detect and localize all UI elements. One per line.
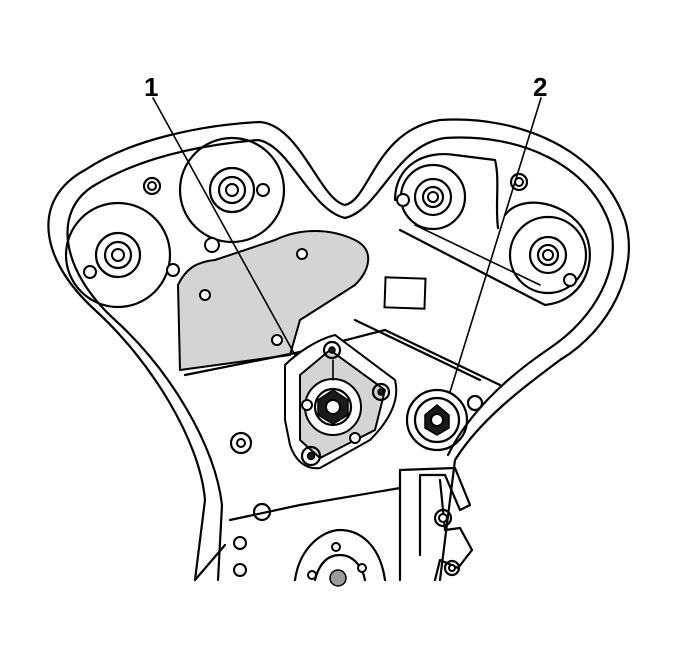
idler-pulley [405,388,469,452]
callout-leaders [152,97,542,393]
left-cam-pulley-rear [142,136,286,253]
right-lower-bracket [398,466,474,582]
lower-housing [193,394,484,582]
callout-label-1: 1 [144,72,158,102]
belt-tensioner-assembly [284,333,398,470]
callout-label-2: 2 [533,72,547,102]
left-cam-pulley-front [64,201,180,309]
cover-outline [47,118,630,582]
crankshaft-pulley [293,528,387,587]
right-cam-pulleys [393,153,591,307]
